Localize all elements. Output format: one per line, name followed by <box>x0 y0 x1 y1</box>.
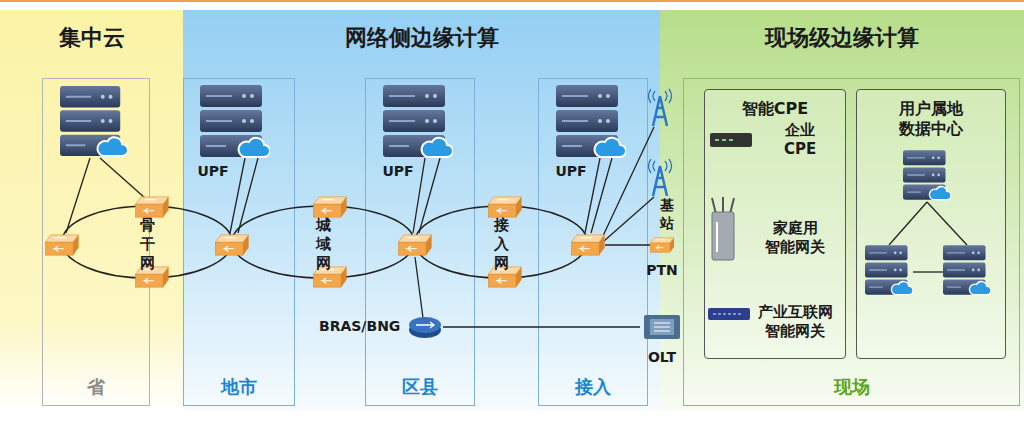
wire <box>889 202 927 245</box>
cloud-server <box>200 85 270 157</box>
cloud-server <box>865 245 913 294</box>
wire <box>100 158 145 198</box>
band-title: 网络侧边缘计算 <box>183 24 660 52</box>
access-ring <box>415 206 587 278</box>
band-title: 现场级边缘计算 <box>660 24 1024 52</box>
cloud-server <box>383 85 453 157</box>
industrial-gateway-icon <box>713 313 743 315</box>
router-icon <box>135 197 168 217</box>
bras-icon <box>409 317 441 338</box>
router-icon <box>398 235 431 255</box>
network-label: 接入网 <box>494 216 509 272</box>
backbone-ring <box>62 206 232 278</box>
group-title: 智能CPE <box>705 99 845 119</box>
wire <box>419 158 440 233</box>
region-band: 网络侧边缘计算地市 区县 接入 <box>183 10 660 410</box>
home-gateway-icon <box>712 197 734 260</box>
router-icon <box>45 235 78 255</box>
cpe-label: 家庭用 智能网关 <box>764 219 826 257</box>
connector <box>443 326 640 328</box>
wire <box>238 158 258 233</box>
cloud-server <box>60 86 128 156</box>
device-label: OLT <box>648 349 676 367</box>
level-label: 省 <box>87 376 105 399</box>
device-label: PTN <box>646 262 678 280</box>
cpe-label: 企业CPE <box>784 121 816 159</box>
router-icon <box>313 197 346 217</box>
band-title: 集中云 <box>0 24 183 52</box>
wire <box>585 158 600 233</box>
cpe-label: 产业互联网 智能网关 <box>755 303 835 341</box>
wire <box>66 158 90 233</box>
bras-icon <box>409 317 441 333</box>
router-icon <box>488 197 521 217</box>
wire <box>413 158 425 233</box>
wire <box>230 158 245 233</box>
enterprise-cpe-icon <box>710 133 752 147</box>
router-icon <box>571 235 604 255</box>
home-gateway-icon <box>712 212 734 260</box>
network-label: 骨干网 <box>140 216 155 272</box>
function-label: UPF <box>197 163 228 181</box>
group-title: 用户属地 数据中心 <box>896 99 966 139</box>
metro-ring <box>232 206 414 278</box>
enterprise-cpe-icon <box>710 133 752 147</box>
network-label: 城域网 <box>316 216 331 272</box>
olt-icon <box>644 315 680 339</box>
device-label: BRAS/BNG <box>319 318 400 336</box>
function-label: UPF <box>555 163 586 181</box>
cloud-server <box>903 150 951 199</box>
home-gateway-icon <box>712 197 734 214</box>
group-box: 用户属地 数据中心 <box>856 89 1006 359</box>
olt-icon <box>644 315 680 339</box>
device-label: 基站 <box>660 197 674 232</box>
wire <box>913 271 943 272</box>
wire <box>591 158 612 233</box>
base-station-icon <box>649 159 672 196</box>
wire <box>927 202 967 245</box>
top-rule <box>0 0 1024 2</box>
function-label: UPF <box>382 163 413 181</box>
olt-icon <box>654 323 670 331</box>
level-label: 现场 <box>834 376 870 399</box>
industrial-gateway-icon <box>708 308 750 320</box>
ptn-icon <box>650 238 674 253</box>
wire <box>415 257 423 318</box>
industrial-gateway-icon <box>708 308 750 320</box>
router-icon <box>215 235 248 255</box>
home-gateway-icon <box>716 222 718 252</box>
ring <box>62 206 587 278</box>
wire <box>605 244 650 245</box>
level-label: 地市 <box>221 376 257 399</box>
olt-icon <box>650 319 674 335</box>
cloud-server <box>556 85 626 157</box>
bras-icon <box>416 322 434 328</box>
base-station-icon <box>649 89 672 126</box>
level-label: 接入 <box>575 376 611 399</box>
enterprise-cpe-icon <box>715 139 733 141</box>
level-label: 区县 <box>402 376 438 399</box>
wire <box>604 197 654 241</box>
cloud-server <box>943 245 991 294</box>
